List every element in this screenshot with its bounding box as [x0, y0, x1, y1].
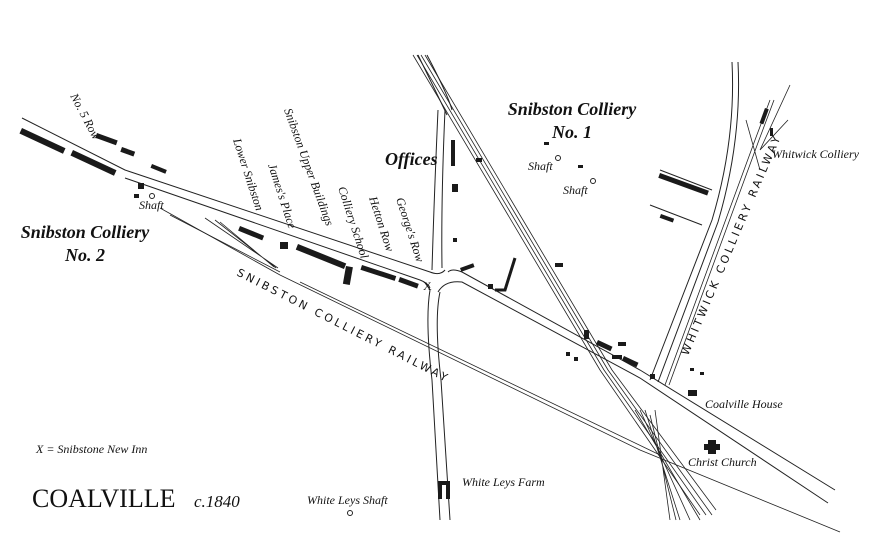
label-whitwick-colliery: Whitwick Colliery [772, 147, 860, 161]
leicester-swannington-line [412, 54, 717, 516]
side-road-a [659, 169, 713, 191]
label-white-leys-farm: White Leys Farm [462, 475, 545, 489]
snibston-road-south [124, 177, 431, 289]
label-shaft-no1-b: Shaft [563, 183, 588, 197]
whitwick-road-east [657, 61, 740, 383]
south-road-east [436, 291, 451, 521]
side-road-b [649, 204, 703, 226]
whitwick-colliery-railway-line [664, 84, 791, 386]
main-road-east-north [447, 269, 836, 491]
label-colliery-school: Colliery School [335, 185, 372, 261]
offices-road-b [426, 54, 453, 111]
snibston-colliery-railway-spur [169, 214, 281, 273]
shaft-marker-white-leys [347, 510, 353, 516]
christ-church-building [704, 440, 720, 454]
inn-marker: X [423, 279, 432, 293]
label-colliery-no1-line2: No. 1 [551, 122, 592, 142]
label-james-place: James's Place [265, 162, 299, 231]
legend-inn: X = Snibstone New Inn [35, 442, 147, 456]
whitwick-road-west [649, 61, 734, 381]
label-colliery-no2-line1: Snibston Colliery [21, 222, 151, 242]
snibston-lower-line [299, 281, 661, 456]
buildings [19, 107, 773, 499]
shaft-marker-no1-a [555, 155, 561, 161]
south-road-west [427, 289, 441, 521]
shaft-marker-no2 [149, 193, 155, 199]
label-hetton-row: Hetton Row [366, 194, 397, 253]
snibston-road-north [21, 117, 446, 275]
shaft-marker-no1-b [590, 178, 596, 184]
white-leys-farm-building [438, 481, 450, 499]
label-shaft-no1-a: Shaft [528, 159, 553, 173]
label-colliery-no2-line2: No. 2 [64, 245, 105, 265]
label-offices: Offices [385, 149, 438, 169]
label-lower-snibston: Lower Snibston [230, 136, 267, 213]
label-snibston-railway: SNIBSTON COLLIERY RAILWAY [235, 266, 453, 385]
label-colliery-no1-line1: Snibston Colliery [508, 99, 638, 119]
label-coalville-house: Coalville House [705, 397, 783, 411]
label-shaft-no2: Shaft [139, 198, 164, 212]
north-road-east [441, 109, 446, 269]
map-title: COALVILLE [32, 484, 175, 513]
snibston-colliery-railway-line [159, 207, 841, 533]
railways [159, 54, 841, 533]
label-white-leys-shaft: White Leys Shaft [307, 493, 388, 507]
railway-sidings [634, 409, 701, 521]
label-no5-row: No. 5 Row [67, 90, 103, 142]
label-georges-row: George's Row [393, 196, 427, 264]
map-date: c.1840 [194, 492, 240, 511]
roads [21, 54, 836, 521]
label-christ-church: Christ Church [688, 455, 757, 469]
north-road-west [431, 109, 439, 271]
main-road-east-south [437, 281, 829, 504]
